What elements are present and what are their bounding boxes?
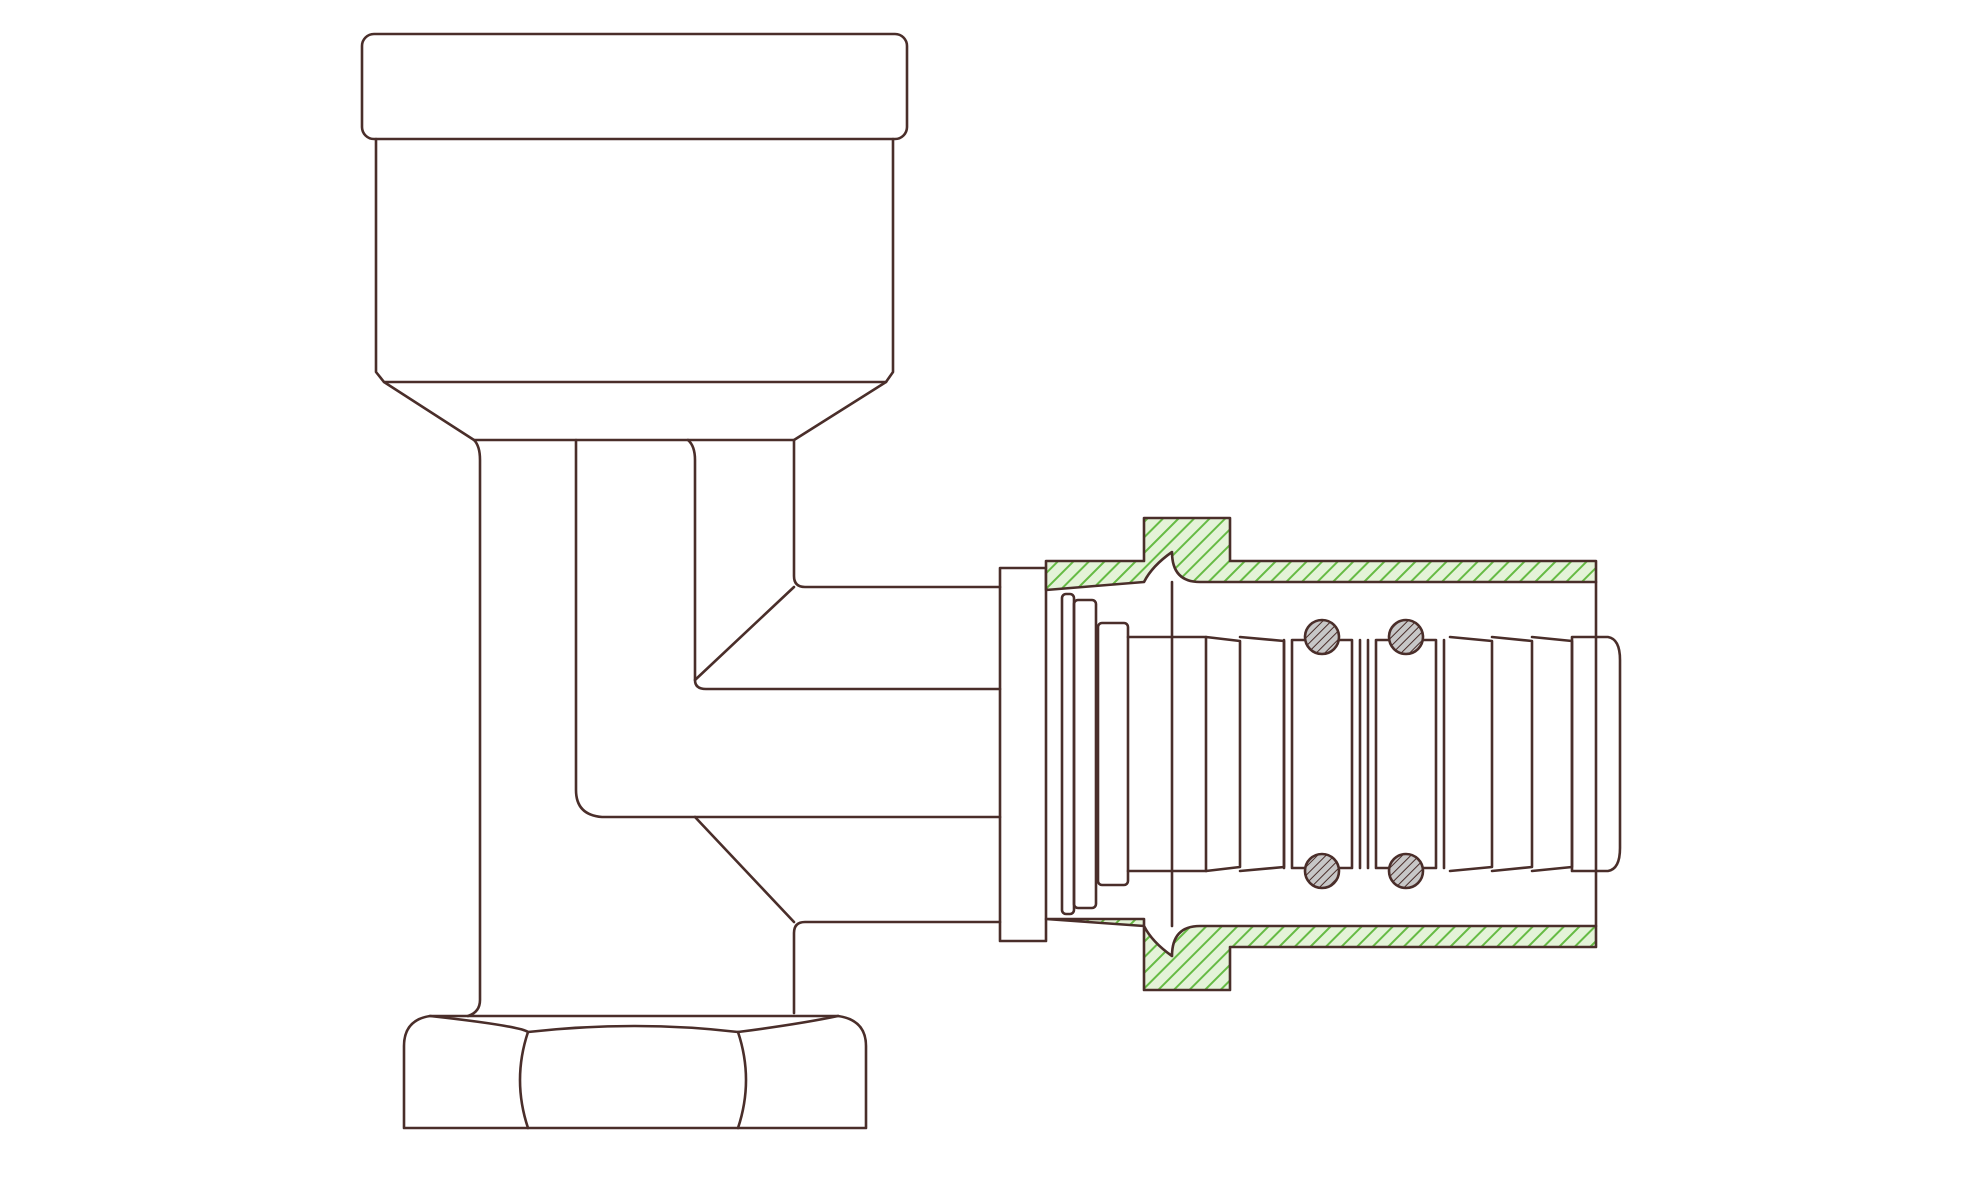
inner-bore-bevel-top [693, 585, 796, 682]
top-nut-rim [360, 32, 909, 141]
o-ring-1-top [1303, 618, 1341, 656]
o-ring-groove-1 [1290, 638, 1354, 870]
inner-bore-bevel-bottom [693, 815, 796, 924]
body-right-wall-lower [792, 920, 1002, 1015]
insert-tip [1570, 635, 1622, 873]
bottom-hex-nut [402, 1014, 868, 1130]
insert-barb-4 [1490, 635, 1534, 873]
insert-collar [1096, 621, 1130, 887]
o-ring-2-bottom [1387, 852, 1425, 890]
insert-stem [1126, 635, 1208, 873]
bottom-hex-flat [518, 1030, 748, 1130]
inner-bore-outer [574, 438, 1002, 819]
o-ring-groove-2 [1374, 638, 1438, 870]
insert-barb-3 [1448, 635, 1494, 873]
press-sleeve-bottom [1044, 917, 1598, 992]
body-left-wall [466, 438, 482, 1018]
insert-barb-5 [1530, 635, 1574, 873]
inner-bore-inner [686, 438, 1002, 691]
insert-ring-1 [1060, 592, 1076, 916]
o-ring-2-top [1387, 618, 1425, 656]
press-sleeve-top [1044, 516, 1598, 592]
insert-ring-2 [1072, 598, 1098, 910]
body-right-wall-upper [792, 438, 1002, 589]
insert-barb-2 [1238, 635, 1286, 873]
top-nut-taper [382, 380, 888, 442]
insert-barb-1 [1204, 635, 1242, 873]
top-nut-body [374, 137, 895, 384]
bottom-hex-chamfer [428, 1014, 840, 1034]
o-ring-1-bottom [1303, 852, 1341, 890]
outlet-flange [998, 566, 1048, 943]
